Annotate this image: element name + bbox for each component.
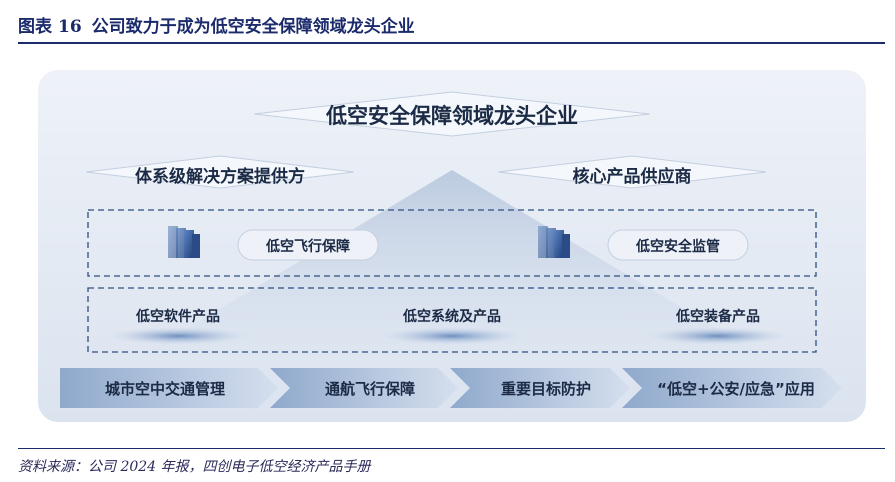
figure-caption: 公司致力于成为低空安全保障领域龙头企业 [91, 17, 415, 37]
title-rule [18, 42, 885, 44]
diagram-panel: 低空安全保障领域龙头企业 体系级解决方案提供方 核心产品供应商 低空飞行保障 低… [38, 70, 866, 422]
app-arrow-1 [60, 368, 278, 408]
pill-monitor-shape [607, 229, 749, 261]
app-label-3: 重要目标防护 [500, 380, 591, 398]
pill-flight-shape [237, 229, 379, 261]
layers-icon [538, 226, 570, 258]
left-pillar-shape [85, 155, 355, 189]
disc-system [380, 327, 524, 345]
app-arrow-3 [450, 368, 630, 408]
disc-equipment [646, 327, 790, 345]
product-system-label: 低空系统及产品 [403, 309, 501, 325]
right-pillar-shape [497, 155, 767, 189]
guarantee-flight-label: 低空飞行保障 [266, 239, 350, 255]
app-label-4: “低空+公安/应急”应用 [657, 380, 815, 398]
product-software-label: 低空软件产品 [136, 309, 220, 325]
right-pillar-label: 核心产品供应商 [572, 167, 692, 187]
app-label-1: 城市空中交通管理 [104, 380, 225, 398]
app-label-2: 通航飞行保障 [324, 380, 415, 398]
app-arrow-2 [270, 368, 458, 408]
app-arrow-4 [622, 368, 842, 408]
layers-icon [168, 226, 200, 258]
disc-software [106, 327, 250, 345]
source-rule [18, 448, 885, 449]
guarantee-monitor-label: 低空安全监管 [636, 239, 720, 255]
figure-title: 图表 16 公司致力于成为低空安全保障领域龙头企业 [18, 12, 415, 37]
product-equipment-label: 低空装备产品 [676, 309, 760, 325]
left-pillar-label: 体系级解决方案提供方 [135, 167, 305, 187]
top-banner-shape [253, 91, 651, 137]
top-goal-label: 低空安全保障领域龙头企业 [326, 104, 578, 128]
product-box [87, 287, 817, 353]
diagram-graphics [60, 91, 842, 408]
guarantee-box [87, 209, 817, 277]
figure-number: 16 [58, 17, 82, 37]
pyramid-beam [118, 170, 786, 370]
figure-label: 图表 [18, 17, 52, 37]
source-note: 资料来源：公司 2024 年报，四创电子低空经济产品手册 [18, 459, 371, 475]
